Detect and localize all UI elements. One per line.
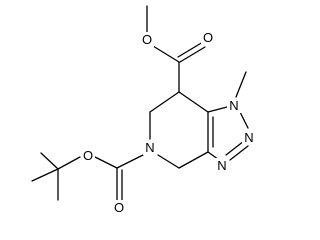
bond-ester-c-o-double-b bbox=[177, 41, 204, 58]
bond-tbu-ch3-up bbox=[40, 152, 59, 170]
atom-n-methyl: N bbox=[229, 98, 238, 113]
bond-boc-c-ester-o bbox=[94, 156, 118, 169]
bond-methoxy-o-to-carbonyl-c bbox=[152, 45, 180, 63]
atom-labels: O O N N N N O O bbox=[81, 30, 256, 215]
bond-c7-c6 bbox=[149, 91, 180, 113]
atom-n-triazole-3: N bbox=[217, 158, 226, 173]
bonds bbox=[31, 5, 249, 201]
bond-n5-c4 bbox=[157, 154, 180, 169]
atom-o-boc-ester: O bbox=[83, 148, 93, 163]
bond-n1-methyl bbox=[235, 71, 247, 98]
atom-o-boc-carbonyl: O bbox=[114, 200, 124, 215]
bond-tbu-ch3-left bbox=[31, 168, 59, 182]
bond-c7a-c7 bbox=[178, 91, 209, 113]
atom-n-ring: N bbox=[145, 140, 154, 155]
bond-n2-n3-b bbox=[225, 140, 245, 156]
bond-n2-n3-a bbox=[229, 145, 249, 161]
bond-n5-boc-c bbox=[116, 154, 144, 169]
bond-c4-c3a bbox=[178, 151, 209, 169]
bond-ester-c-o-double-a bbox=[179, 46, 206, 63]
bond-c7a-n1 bbox=[207, 106, 228, 113]
atom-o-ester-carbonyl: O bbox=[203, 30, 213, 45]
bond-ester-o-tbu-c bbox=[57, 156, 81, 170]
bond-n1-n2 bbox=[239, 111, 249, 129]
atom-n-triazole-2: N bbox=[244, 130, 253, 145]
chemical-structure-diagram: O O N N N N O O bbox=[31, 5, 256, 215]
atom-o-methoxy: O bbox=[142, 32, 152, 47]
